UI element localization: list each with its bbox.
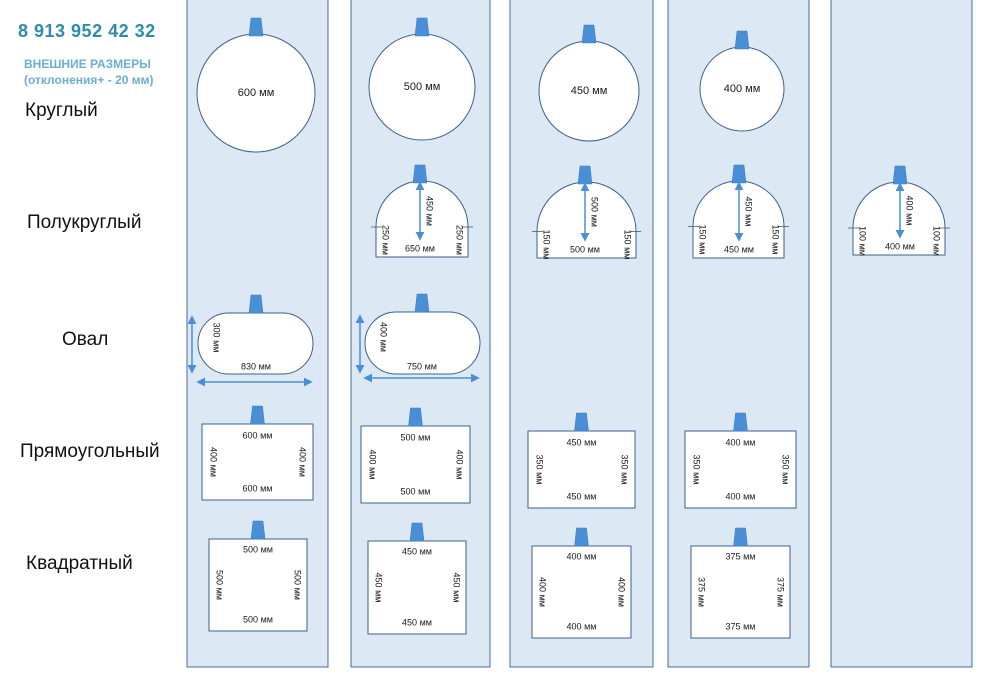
- square-right-label-2: 450 мм: [452, 573, 462, 603]
- row-label-oval: Овал: [62, 329, 109, 350]
- square-bottom-label-2: 450 мм: [402, 617, 432, 627]
- nozzle-semicircle-2: [577, 165, 593, 185]
- rect-right-label-2: 400 мм: [455, 450, 465, 480]
- rect-shape-4: [684, 430, 797, 509]
- rect-top-label-2: 500 мм: [401, 432, 431, 442]
- square-bottom-label-4: 375 мм: [726, 621, 756, 631]
- rect-right-label-1: 400 мм: [298, 447, 308, 477]
- square-top-label-4: 375 мм: [726, 551, 756, 561]
- semicircle-width-label-4: 400 мм: [885, 241, 915, 251]
- rect-bottom-label-3: 450 мм: [567, 491, 597, 501]
- round-diameter-label-1: 600 мм: [238, 87, 275, 99]
- rect-shape-2: [360, 425, 471, 504]
- semicircle-height-label-1: 450 мм: [425, 196, 435, 226]
- round-diameter-label-4: 400 мм: [724, 83, 761, 95]
- dimensions-note-line1: ВНЕШНИЕ РАЗМЕРЫ: [24, 57, 151, 71]
- rect-bottom-label-1: 600 мм: [243, 483, 273, 493]
- semicircle-height-label-3: 450 мм: [744, 197, 754, 227]
- semicircle-side-right-label-3: 150 мм: [771, 225, 781, 255]
- oval-width-label-2: 750 мм: [407, 361, 437, 371]
- rect-bottom-label-2: 500 мм: [401, 486, 431, 496]
- square-right-label-3: 400 мм: [617, 577, 627, 607]
- nozzle-semicircle-4: [892, 165, 908, 185]
- nozzle-square-4: [733, 527, 748, 547]
- square-shape-1: [208, 538, 308, 632]
- nozzle-semicircle-1: [412, 164, 428, 184]
- square-shape-2: [367, 540, 467, 635]
- square-right-label-1: 500 мм: [293, 570, 303, 600]
- nozzle-round-3: [581, 24, 597, 44]
- square-top-label-3: 400 мм: [567, 551, 597, 561]
- row-label-round: Круглый: [25, 100, 98, 121]
- square-right-label-4: 375 мм: [776, 577, 786, 607]
- semicircle-side-left-label-3: 150 мм: [698, 225, 708, 255]
- rect-left-label-3: 350 мм: [535, 455, 545, 485]
- nozzle-oval-1: [248, 294, 264, 314]
- semicircle-width-label-3: 450 мм: [724, 244, 754, 254]
- semicircle-width-label-1: 650 мм: [405, 243, 435, 253]
- square-bottom-label-1: 500 мм: [243, 614, 273, 624]
- round-diameter-label-2: 500 мм: [404, 81, 441, 93]
- square-top-label-1: 500 мм: [243, 544, 273, 554]
- nozzle-square-3: [574, 527, 589, 547]
- oval-height-label-1: 300 мм: [212, 323, 222, 353]
- nozzle-round-4: [734, 30, 750, 50]
- nozzle-square-1: [250, 520, 266, 540]
- nozzle-oval-2: [414, 293, 430, 313]
- oval-height-label-2: 400 мм: [379, 322, 389, 352]
- semicircle-side-right-label-2: 150 мм: [623, 230, 633, 260]
- nozzle-round-2: [414, 17, 430, 37]
- phone-number: 8 913 952 42 32: [18, 21, 156, 41]
- rect-top-label-1: 600 мм: [243, 430, 273, 440]
- nozzle-round-1: [248, 17, 264, 37]
- semicircle-side-left-label-4: 100 мм: [858, 226, 868, 256]
- rect-bottom-label-4: 400 мм: [726, 491, 756, 501]
- rect-right-label-3: 350 мм: [620, 455, 630, 485]
- square-bottom-label-3: 400 мм: [567, 621, 597, 631]
- round-diameter-label-3: 450 мм: [571, 85, 608, 97]
- rect-left-label-4: 350 мм: [692, 455, 702, 485]
- rect-left-label-1: 400 мм: [209, 447, 219, 477]
- square-left-label-4: 375 мм: [697, 577, 707, 607]
- nozzle-rect-1: [250, 405, 265, 425]
- nozzle-square-2: [409, 522, 425, 542]
- rect-shape-3: [527, 430, 636, 509]
- column-5: [830, 0, 973, 668]
- square-top-label-2: 450 мм: [402, 546, 432, 556]
- semicircle-side-left-label-1: 250 мм: [381, 225, 391, 255]
- dimensions-note: ВНЕШНИЕ РАЗМЕРЫ (отклонения+ - 20 мм): [24, 56, 154, 88]
- row-label-rect: Прямоугольный: [20, 441, 160, 462]
- rect-left-label-2: 400 мм: [368, 450, 378, 480]
- nozzle-rect-4: [733, 412, 748, 432]
- semicircle-side-right-label-1: 250 мм: [455, 225, 465, 255]
- semicircle-side-right-label-4: 100 мм: [932, 226, 942, 256]
- square-left-label-1: 500 мм: [215, 570, 225, 600]
- semicircle-height-label-4: 400 мм: [905, 196, 915, 226]
- nozzle-rect-2: [408, 407, 423, 427]
- semicircle-height-label-2: 500 мм: [590, 197, 600, 227]
- nozzle-rect-3: [574, 412, 589, 432]
- square-shape-3: [531, 545, 632, 639]
- row-label-square: Квадратный: [26, 553, 133, 574]
- semicircle-width-label-2: 500 мм: [570, 244, 600, 254]
- oval-width-label-1: 830 мм: [241, 361, 271, 371]
- row-label-semicircle: Полукруглый: [27, 212, 142, 233]
- rect-right-label-4: 350 мм: [781, 455, 791, 485]
- nozzle-semicircle-3: [731, 164, 747, 184]
- square-left-label-3: 400 мм: [538, 577, 548, 607]
- rect-top-label-4: 400 мм: [726, 437, 756, 447]
- square-left-label-2: 450 мм: [374, 573, 384, 603]
- square-shape-4: [690, 545, 791, 639]
- rect-top-label-3: 450 мм: [567, 437, 597, 447]
- dimensions-note-line2: (отклонения+ - 20 мм): [24, 73, 154, 87]
- rect-shape-1: [201, 423, 314, 501]
- semicircle-side-left-label-2: 150 мм: [542, 230, 552, 260]
